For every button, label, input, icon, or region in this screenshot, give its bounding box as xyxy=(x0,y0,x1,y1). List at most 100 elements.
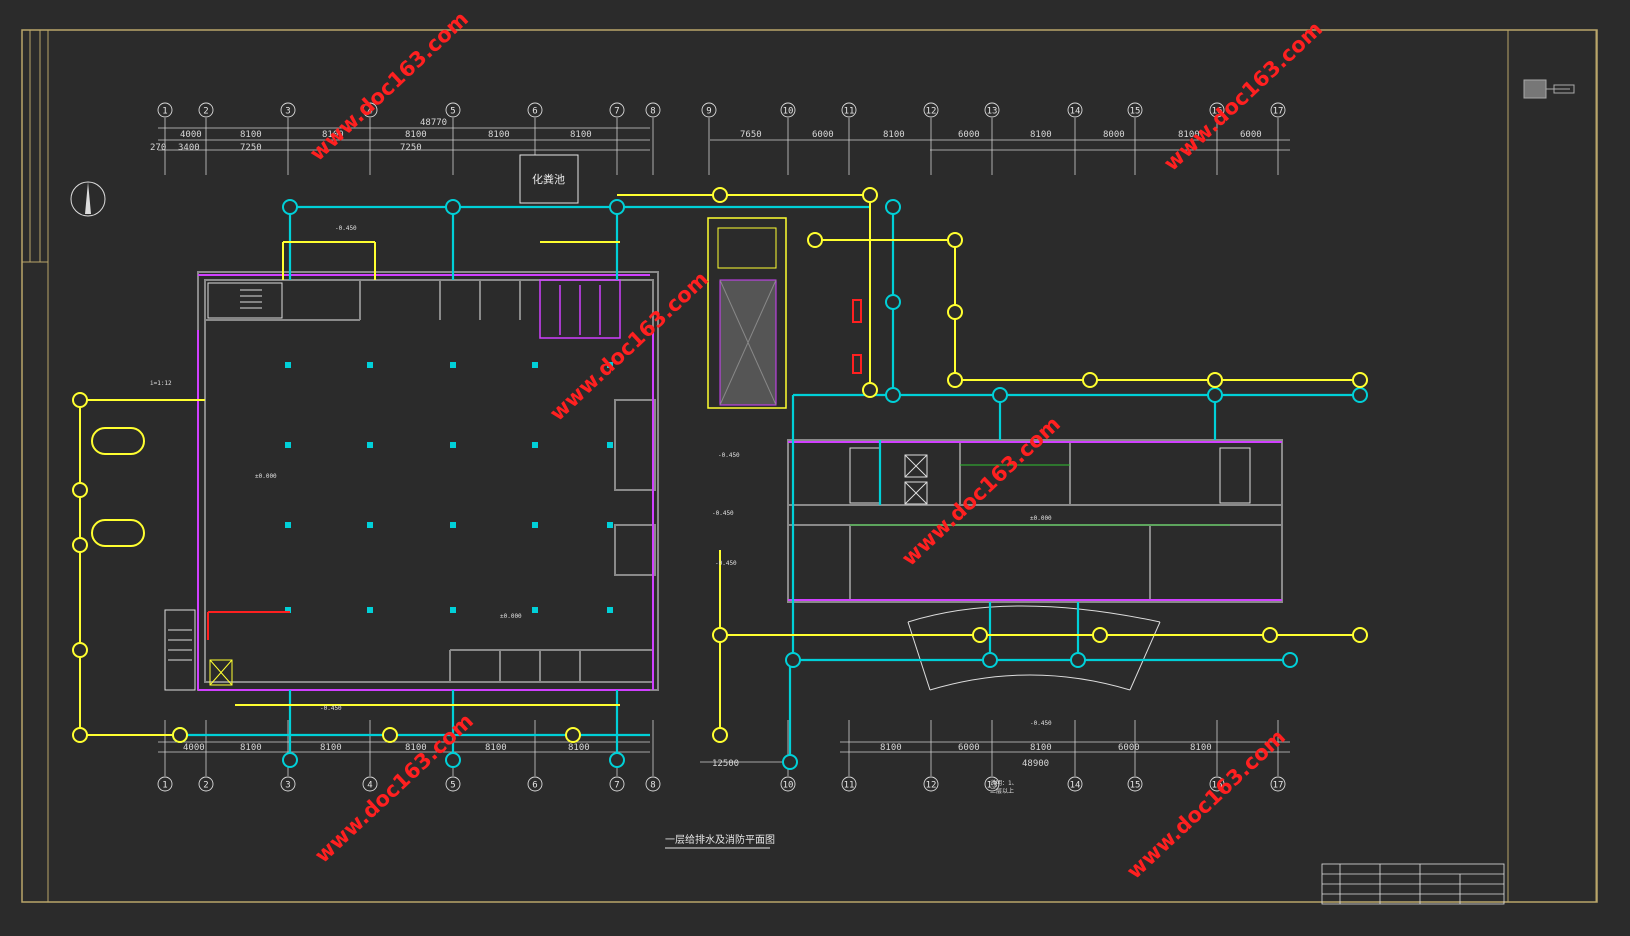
level-label: ±0.000 xyxy=(500,613,522,620)
axis-bottom-label: 5 xyxy=(450,781,455,791)
pipe-node xyxy=(947,304,963,320)
column-marker xyxy=(607,522,613,528)
dim-bottom: 8100 xyxy=(568,743,590,753)
dim-bottom: 8100 xyxy=(1030,743,1052,753)
pipe-node xyxy=(1092,627,1108,643)
dim-top: 8100 xyxy=(240,130,262,140)
axis-top-label: 8 xyxy=(650,107,655,117)
axis-bottom-label: 14 xyxy=(1070,781,1081,791)
watermark-text: www.doc163.com xyxy=(545,267,713,426)
axis-top-circle xyxy=(280,102,296,118)
outer-frame xyxy=(21,29,1598,903)
pipe-node xyxy=(807,232,823,248)
toilet-block-left xyxy=(539,279,621,339)
axis-bottom-label: 7 xyxy=(614,781,619,791)
dim-top: 8100 xyxy=(570,130,592,140)
pipe-node xyxy=(712,187,728,203)
pipe-node xyxy=(565,727,581,743)
axis-top-label: 3 xyxy=(285,107,290,117)
pipe-node xyxy=(885,199,901,215)
axis-top-label: 15 xyxy=(1130,107,1141,117)
side-tanks xyxy=(91,427,145,547)
dim-top-right: 8000 xyxy=(1103,130,1125,140)
dim-bottom: 6000 xyxy=(1118,743,1140,753)
pipe-node xyxy=(862,187,878,203)
dim-top: 8100 xyxy=(488,130,510,140)
axis-top-circle xyxy=(527,102,543,118)
axis-top-circle xyxy=(645,102,661,118)
axis-bottom-label: 2 xyxy=(203,781,208,791)
axis-top-circle xyxy=(157,102,173,118)
axis-top-label: 16 xyxy=(1212,107,1223,117)
axis-bottom-label: 4 xyxy=(367,781,372,791)
axis-bottom-circle xyxy=(445,776,461,792)
right-building-door-lines xyxy=(788,441,1282,601)
pipe-node xyxy=(72,392,88,408)
pipe-node xyxy=(1352,627,1368,643)
ramp-slope-label: i=1:12 xyxy=(150,380,172,387)
right-stair-units xyxy=(849,447,1251,505)
column-marker xyxy=(285,442,291,448)
column-marker xyxy=(285,522,291,528)
level-label: -0.450 xyxy=(335,225,357,232)
septic-tank-label: 化粪池 xyxy=(532,172,565,186)
pipe-node xyxy=(947,232,963,248)
axis-top-circle xyxy=(1127,102,1143,118)
pipe-node xyxy=(712,627,728,643)
right-building-green-lines xyxy=(850,464,1230,526)
column-marker xyxy=(450,522,456,528)
axis-top-label: 14 xyxy=(1070,107,1081,117)
pipe-node xyxy=(947,372,963,388)
axis-top-circle xyxy=(1067,102,1083,118)
column-marker xyxy=(450,607,456,613)
axis-bottom-circle xyxy=(1209,776,1225,792)
level-label: -0.450 xyxy=(320,705,342,712)
axis-top-circle xyxy=(445,102,461,118)
level-label: -0.450 xyxy=(718,452,740,459)
column-marker xyxy=(607,362,613,368)
axis-bottom-circle xyxy=(1067,776,1083,792)
axis-bottom-circle xyxy=(527,776,543,792)
dim-bottom: 8100 xyxy=(880,743,902,753)
pipe-node xyxy=(609,752,625,768)
dim-bottom: 8100 xyxy=(240,743,262,753)
column-marker xyxy=(532,607,538,613)
column-marker xyxy=(285,607,291,613)
dim-bottom-center: 12500 xyxy=(712,759,739,769)
axis-top-label: 17 xyxy=(1273,107,1284,117)
column-marker xyxy=(367,607,373,613)
pipe-node xyxy=(885,387,901,403)
pipe-node xyxy=(1282,652,1298,668)
axis-bottom-label: 13 xyxy=(987,781,998,791)
pipe-node xyxy=(282,199,298,215)
pipe-node xyxy=(982,652,998,668)
dim-total-top-left: 48770 xyxy=(420,118,447,128)
septic-tank-box xyxy=(519,154,579,204)
axis-bottom-label: 10 xyxy=(783,781,794,791)
pipe-node xyxy=(72,727,88,743)
axis-top-label: 4 xyxy=(367,107,372,117)
column-marker xyxy=(285,362,291,368)
axis-top-label: 11 xyxy=(844,107,855,117)
column-marker xyxy=(450,362,456,368)
axis-bottom-circle xyxy=(841,776,857,792)
dim-top: 4000 xyxy=(180,130,202,140)
axis-top-circle xyxy=(780,102,796,118)
title-block xyxy=(1321,863,1505,905)
pipe-node xyxy=(609,199,625,215)
dim-top: 8100 xyxy=(322,130,344,140)
dim-bottom: 6000 xyxy=(958,743,980,753)
dim-bottom: 8100 xyxy=(1190,743,1212,753)
level-label: -0.450 xyxy=(712,510,734,517)
left-building-door-lines xyxy=(197,274,654,691)
level-label: -0.450 xyxy=(715,560,737,567)
column-marker xyxy=(367,522,373,528)
level-label: ±0.000 xyxy=(255,473,277,480)
axis-top-circle xyxy=(841,102,857,118)
pipe-node xyxy=(712,727,728,743)
axis-bottom-label: 6 xyxy=(532,781,537,791)
pipe-node xyxy=(1207,372,1223,388)
column-marker xyxy=(532,362,538,368)
dim-top-right: 8100 xyxy=(883,130,905,140)
